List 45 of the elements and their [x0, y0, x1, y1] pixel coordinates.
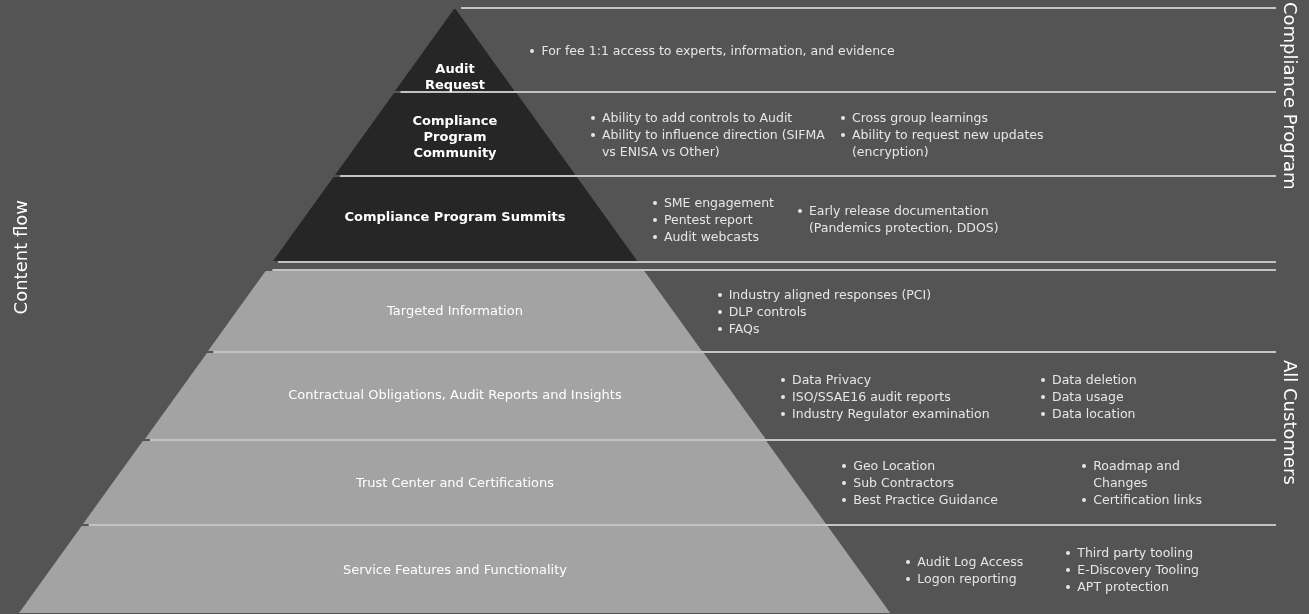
tier-label: Contractual Obligations, Audit Reports and Insights [287, 387, 623, 403]
side-label: Content flow [10, 200, 31, 315]
tier-label: Service Features and Functionality [341, 562, 568, 578]
pyramid-apex [395, 9, 515, 91]
bullet-text: Data usage [1052, 388, 1124, 404]
bullet-text: Data Privacy [792, 371, 872, 387]
bullet-text: E-Discovery Tooling [1077, 562, 1200, 577]
bullet-text: Ability to influence direction (SIFMA vs ENISA vs Other) [601, 126, 825, 159]
bullet-text: For fee 1:1 access to experts, information, and evidence [541, 42, 895, 58]
bullet-text: Industry aligned responses (PCI) [728, 286, 932, 302]
bullet-text: DLP controls [728, 303, 807, 319]
pyramid-tier [144, 353, 766, 439]
bullet-text: Logon reporting [917, 570, 1017, 586]
pyramid-tier [208, 271, 702, 351]
bullet-text: Data deletion [1052, 371, 1137, 387]
bullet-text: Sub Contractors [853, 475, 955, 490]
bullet-text: Audit Log Access [917, 553, 1024, 569]
bullet-text: Early release documentation (Pandemics protection, DDOS) [808, 203, 999, 235]
bullet-text: Ability to request new updates (encryption) [851, 126, 1044, 159]
bullet-text: FAQs [728, 320, 760, 336]
pyramid-tier [272, 177, 638, 261]
bullet-text: Cross group learnings [851, 109, 988, 125]
bullet-text: Roadmap and Changes [1093, 458, 1180, 490]
bullet-text: Certification links [1093, 492, 1203, 507]
bullet-text: SME engagement [663, 194, 774, 210]
side-label: All Customers [1280, 360, 1301, 485]
bullet-text: Audit webcasts [663, 228, 759, 244]
side-label: Compliance Program [1280, 2, 1301, 190]
bullet-text: ISO/SSAE16 audit reports [792, 388, 951, 404]
pyramid-tier [334, 93, 576, 175]
bullet-text: Best Practice Guidance [853, 492, 998, 507]
bullet-text: Pentest report [663, 211, 753, 227]
bullet-text: Industry Regulator examination [792, 405, 990, 421]
bullet-text: APT protection [1077, 579, 1169, 594]
tier-label: Audit Request [423, 61, 487, 93]
pyramid-tier [19, 526, 891, 613]
tier-label: Trust Center and Certifications [354, 475, 556, 491]
bullet-text: Third party tooling [1077, 545, 1194, 560]
bullet-text: Ability to add controls to Audit [601, 109, 793, 125]
tier-label: Targeted Information [386, 303, 524, 319]
bullet-text: Geo Location [853, 458, 936, 473]
tier-label: Compliance Program Summits [343, 209, 567, 225]
tier-label: Compliance Program Community [411, 113, 499, 161]
bullet-text: Data location [1052, 405, 1136, 421]
pyramid-tier [83, 441, 827, 524]
